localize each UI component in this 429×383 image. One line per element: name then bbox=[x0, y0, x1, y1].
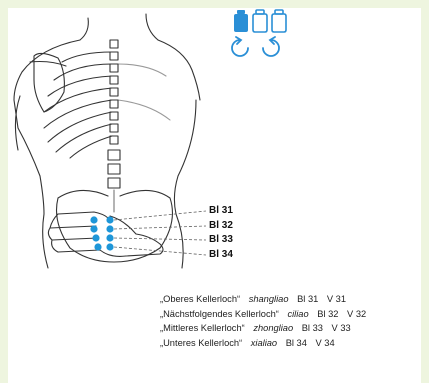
legend-german-name: „Mittleres Kellerloch“ bbox=[160, 323, 245, 333]
rotate-cw-icon bbox=[263, 37, 279, 56]
legend-row: „Unteres Kellerloch“ xialiao Bl 34 V 34 bbox=[160, 336, 422, 351]
acupoint-bl33-right bbox=[106, 234, 113, 241]
legend-row: „Oberes Kellerloch“ shangliao Bl 31 V 31 bbox=[160, 292, 422, 307]
legend-bl-code: Bl 32 bbox=[317, 309, 338, 319]
point-legend: „Oberes Kellerloch“ shangliao Bl 31 V 31… bbox=[160, 292, 422, 350]
legend-pinyin-name: shangliao bbox=[249, 294, 289, 304]
legend-pinyin-name: zhongliao bbox=[253, 323, 293, 333]
legend-v-code: V 32 bbox=[347, 309, 366, 319]
acupoint-bl32-right bbox=[106, 225, 113, 232]
neck-outline bbox=[80, 18, 88, 40]
callout-bl33: Bl 33 bbox=[209, 234, 233, 246]
cup-filled-icon bbox=[234, 10, 248, 32]
leader-bl31 bbox=[114, 211, 206, 220]
legend-bl-code: Bl 31 bbox=[297, 294, 318, 304]
cup-outline-icon bbox=[253, 10, 267, 32]
neck-outline-right bbox=[146, 14, 158, 40]
acupoint-bl34-left bbox=[94, 243, 101, 250]
callout-bl34: Bl 34 bbox=[209, 249, 233, 261]
cup-icons bbox=[234, 10, 286, 32]
rotate-ccw-icon bbox=[232, 37, 248, 56]
acupoint-bl31-right bbox=[106, 216, 113, 223]
hip-right bbox=[176, 214, 183, 268]
cup-outline-icon bbox=[272, 10, 286, 32]
legend-v-code: V 31 bbox=[327, 294, 346, 304]
acupoint-bl33-left bbox=[92, 234, 99, 241]
rotation-icons bbox=[232, 37, 279, 56]
torso-right-outline bbox=[158, 40, 200, 100]
legend-row: „Mittleres Kellerloch“ zhongliao Bl 33 V… bbox=[160, 321, 422, 336]
hip-left bbox=[43, 214, 48, 268]
leader-bl33 bbox=[114, 238, 206, 240]
legend-v-code: V 33 bbox=[332, 323, 351, 333]
legend-german-name: „Unteres Kellerloch“ bbox=[160, 338, 242, 348]
legend-pinyin-name: xialiao bbox=[251, 338, 277, 348]
legend-v-code: V 34 bbox=[316, 338, 335, 348]
legend-bl-code: Bl 34 bbox=[286, 338, 307, 348]
legend-german-name: „Nächstfolgendes Kellerloch“ bbox=[160, 309, 279, 319]
right-side-outline bbox=[174, 100, 196, 214]
legend-german-name: „Oberes Kellerloch“ bbox=[160, 294, 240, 304]
acupoint-bl34-right bbox=[106, 243, 113, 250]
acupoint-bl31-left bbox=[90, 216, 97, 223]
legend-bl-code: Bl 33 bbox=[302, 323, 323, 333]
acupoint-bl32-left bbox=[90, 225, 97, 232]
callout-bl31: Bl 31 bbox=[209, 205, 233, 217]
callout-bl32: Bl 32 bbox=[209, 220, 233, 232]
legend-row: „Nächstfolgendes Kellerloch“ ciliao Bl 3… bbox=[160, 307, 422, 322]
legend-pinyin-name: ciliao bbox=[287, 309, 308, 319]
acupoint-group bbox=[90, 216, 113, 250]
